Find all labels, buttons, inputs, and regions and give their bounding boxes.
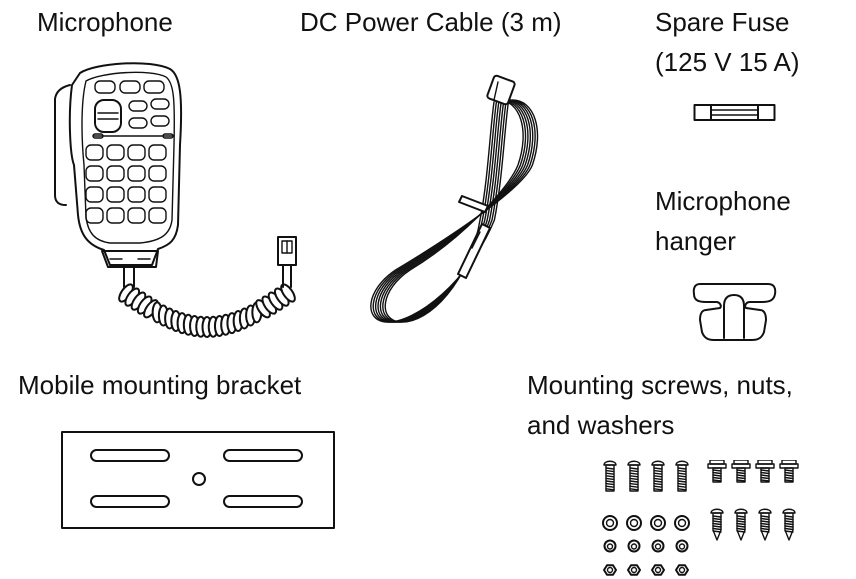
tapping-screw (758, 508, 772, 541)
machine-screw (675, 460, 689, 492)
mic-key (148, 207, 167, 224)
cable-strand (375, 99, 534, 323)
microphone-hanger-label-line1: Microphone (655, 186, 791, 216)
flange-bolt (779, 460, 799, 483)
bracket-icon (60, 430, 340, 532)
dc-power-cable-label: DC Power Cable (3 m) (300, 7, 562, 37)
mic-key (85, 144, 104, 161)
hex-nut (627, 564, 641, 576)
spare-fuse-label-line1: Spare Fuse (655, 7, 790, 37)
spring-washer (627, 539, 641, 553)
mic-key (127, 144, 146, 161)
mic-key (85, 165, 104, 182)
mic-key (106, 144, 125, 161)
hanger-icon (692, 280, 778, 342)
machine-screw (651, 460, 665, 492)
machine-screw (627, 460, 641, 492)
microphone-label: Microphone (37, 7, 173, 37)
cable-strand (370, 99, 539, 323)
microphone-icon (40, 55, 310, 340)
flat-washer (602, 515, 618, 531)
hex-nut (675, 564, 689, 576)
tapping-screw (782, 508, 796, 541)
flange-bolt (707, 460, 727, 483)
mounting-bracket-label: Mobile mounting bracket (18, 370, 302, 400)
mic-key (127, 165, 146, 182)
hardware-label-line2: and washers (527, 410, 675, 440)
mic-key (85, 186, 104, 203)
mic-key (106, 186, 125, 203)
flange-bolt (731, 460, 751, 483)
flat-washer (674, 515, 690, 531)
screws-icon (595, 460, 815, 579)
microphone-hanger-label-line2: hanger (655, 226, 736, 256)
hex-nut (603, 564, 617, 576)
cable-strand (382, 99, 527, 323)
flat-washer (650, 515, 666, 531)
tapping-screw (710, 508, 724, 541)
mic-key (127, 207, 146, 224)
hex-nut (651, 564, 665, 576)
flange-bolt (755, 460, 775, 483)
fuse-icon (693, 102, 777, 124)
mic-key (127, 186, 146, 203)
mic-key (148, 144, 167, 161)
power-cable-icon (370, 70, 550, 330)
spring-washer (603, 539, 617, 553)
spring-washer (651, 539, 665, 553)
machine-screw (603, 460, 617, 492)
cable-strand (372, 99, 536, 323)
mic-key (106, 207, 125, 224)
mic-key (85, 207, 104, 224)
tapping-screw (734, 508, 748, 541)
cable-strand (379, 99, 529, 323)
spring-washer (675, 539, 689, 553)
cable-strand (377, 99, 532, 323)
mic-key (148, 186, 167, 203)
flat-washer (626, 515, 642, 531)
hardware-label-line1: Mounting screws, nuts, (527, 370, 793, 400)
spare-fuse-label-line2: (125 V 15 A) (655, 47, 800, 77)
mic-key (148, 165, 167, 182)
mic-key (106, 165, 125, 182)
